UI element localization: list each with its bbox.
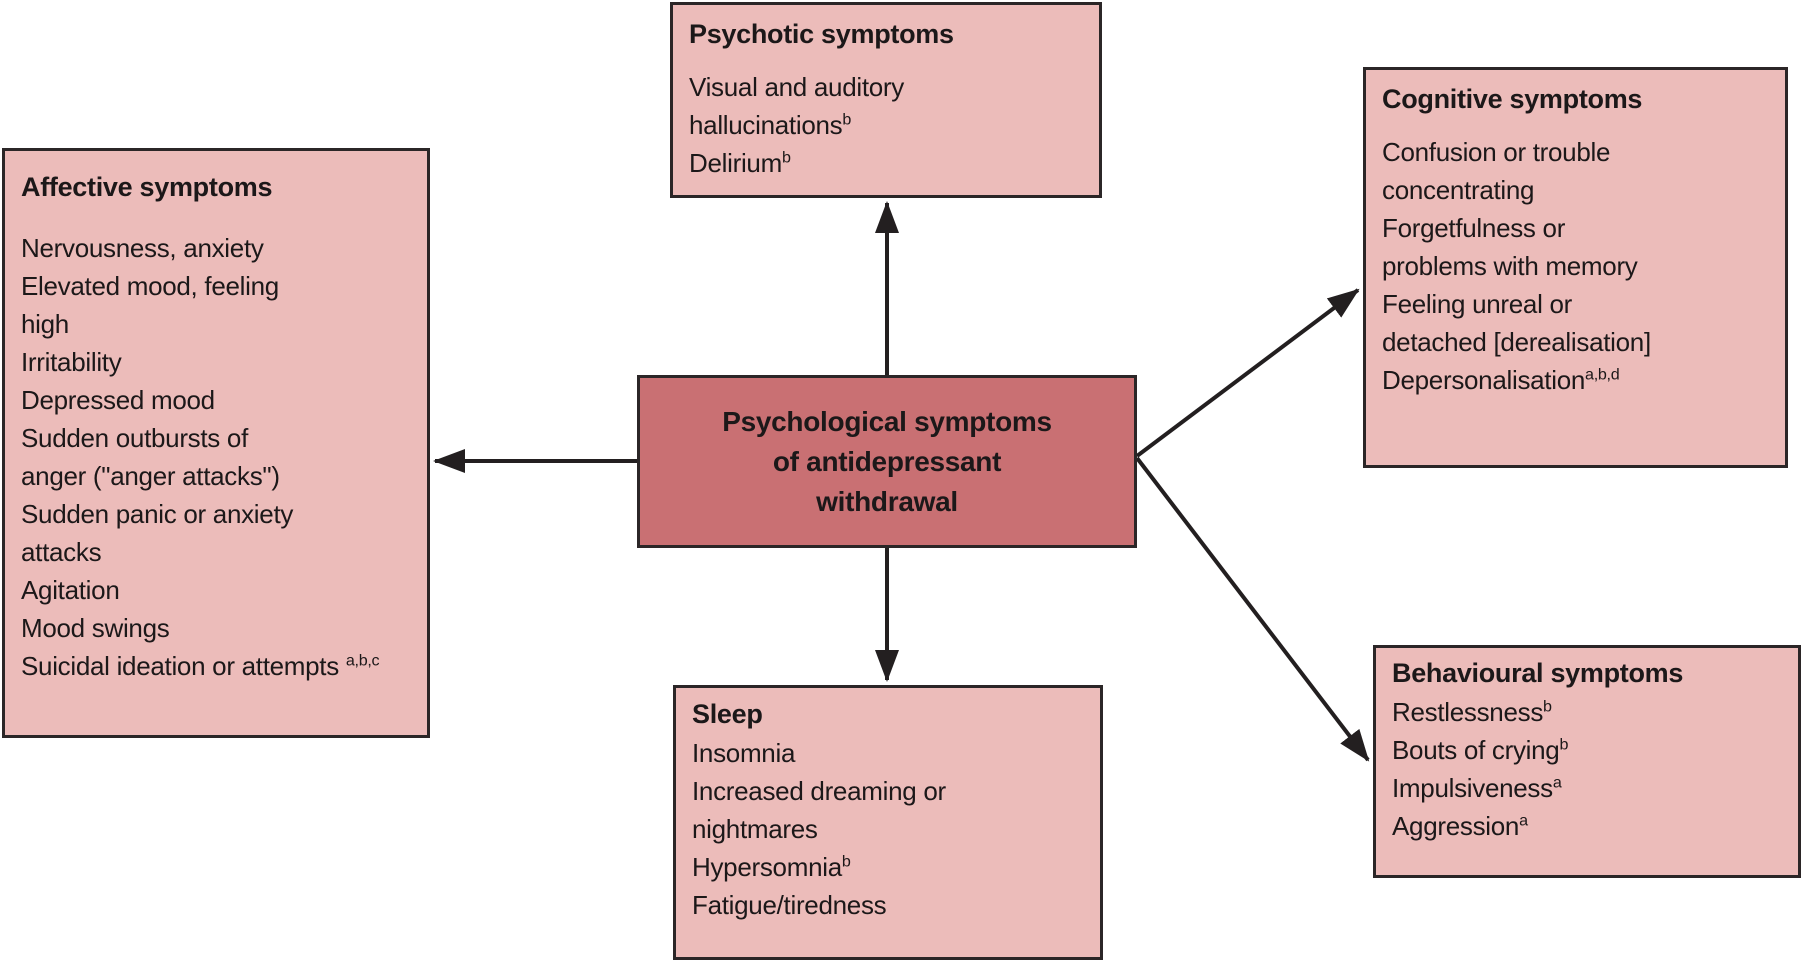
box-affective-symptoms: Affective symptoms Nervousness, anxiety … — [2, 148, 430, 738]
symptom-line: Impulsivenessa — [1392, 773, 1562, 803]
symptom-line: Sudden panic or anxiety — [21, 499, 294, 529]
symptom-line: high — [21, 309, 69, 339]
box-title: Psychotic symptoms — [689, 19, 954, 49]
symptom-line: detached [derealisation] — [1382, 327, 1651, 357]
box-title: Behavioural symptoms — [1392, 658, 1684, 688]
symptom-line: Mood swings — [21, 613, 170, 643]
symptom-line: concentrating — [1382, 175, 1535, 205]
center-line: Psychological symptoms — [722, 405, 1052, 437]
symptom-line: Forgetfulness or — [1382, 213, 1566, 243]
center-line: withdrawal — [816, 485, 958, 517]
center-line: of antidepressant — [772, 445, 1002, 477]
symptom-line: attacks — [21, 537, 102, 567]
center-box: Psychological symptoms of antidepressant… — [637, 375, 1137, 548]
symptom-line: Agitation — [21, 575, 120, 605]
symptom-line: Elevated mood, feeling — [21, 271, 279, 301]
symptom-line: Hypersomniab — [692, 852, 851, 882]
symptom-line: Depressed mood — [21, 385, 215, 415]
box-title: Sleep — [692, 699, 763, 729]
symptom-line: Visual and auditory — [689, 72, 904, 102]
symptom-line: problems with memory — [1382, 251, 1638, 281]
box-behavioural-symptoms: Behavioural symptoms Restlessnessb Bouts… — [1373, 645, 1801, 878]
box-title: Cognitive symptoms — [1382, 84, 1643, 114]
box-title: Affective symptoms — [21, 172, 273, 202]
symptom-line: Aggressiona — [1392, 811, 1528, 841]
symptom-line: Confusion or trouble — [1382, 137, 1611, 167]
box-psychotic-symptoms: Psychotic symptoms Visual and auditory h… — [670, 2, 1102, 198]
symptom-line: Bouts of cryingb — [1392, 735, 1569, 765]
symptom-line: Restlessnessb — [1392, 697, 1552, 727]
symptom-line: Irritability — [21, 347, 122, 377]
symptom-line: nightmares — [692, 814, 818, 844]
box-cognitive-symptoms: Cognitive symptoms Confusion or trouble … — [1363, 67, 1788, 468]
symptom-line: Depersonalisationa,b,d — [1382, 365, 1620, 395]
symptom-line: Suicidal ideation or attempts a,b,c — [21, 651, 380, 681]
arrow-center-to-behavioural — [1135, 456, 1370, 762]
symptom-line: anger ("anger attacks") — [21, 461, 280, 491]
box-sleep-symptoms: Sleep Insomnia Increased dreaming or nig… — [673, 685, 1103, 960]
symptom-line: Deliriumb — [689, 148, 791, 178]
symptom-line: Fatigue/tiredness — [692, 890, 887, 920]
arrow-center-to-cognitive — [1135, 288, 1360, 458]
symptom-line: Feeling unreal or — [1382, 289, 1573, 319]
symptom-line: Increased dreaming or — [692, 776, 946, 806]
symptom-line: hallucinationsb — [689, 110, 852, 140]
symptom-line: Insomnia — [692, 738, 796, 768]
symptom-line: Nervousness, anxiety — [21, 233, 264, 263]
symptom-line: Sudden outbursts of — [21, 423, 249, 453]
